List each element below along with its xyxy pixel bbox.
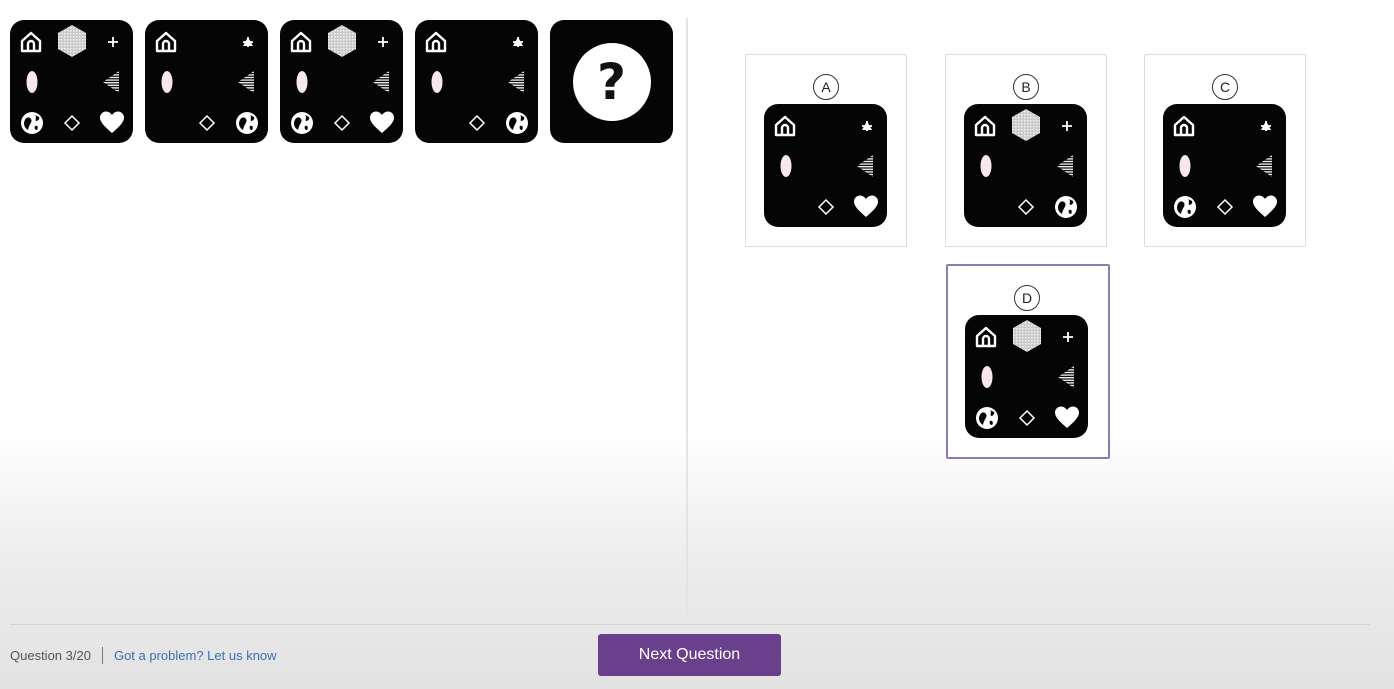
ellipse-icon [154, 69, 180, 95]
plus-icon [370, 29, 396, 55]
option-label: B [1013, 74, 1039, 100]
footer-divider [10, 624, 1370, 625]
question-progress: Question 3/20 [10, 648, 91, 663]
sequence-tile-4 [415, 20, 538, 143]
hexagon-dotted-icon [1009, 108, 1043, 142]
triangle-striped-icon [1052, 153, 1078, 179]
house-icon [288, 29, 314, 55]
option-c-figure [1163, 104, 1286, 227]
plus-icon [1054, 113, 1080, 139]
puzzle-sequence: ? [10, 20, 673, 143]
house-icon [973, 324, 999, 350]
globe-icon [289, 110, 315, 136]
ellipse-icon [973, 153, 999, 179]
triangle-striped-icon [98, 69, 124, 95]
triangle-striped-icon [852, 153, 878, 179]
option-a[interactable]: A [745, 54, 907, 247]
hexagon-dotted-icon [325, 24, 359, 58]
triangle-up-icon [1253, 113, 1279, 139]
diamond-icon [813, 194, 839, 220]
diamond-icon [59, 110, 85, 136]
house-icon [972, 113, 998, 139]
house-icon [153, 29, 179, 55]
option-label: D [1014, 285, 1040, 311]
heart-icon [369, 110, 395, 136]
triangle-up-icon [854, 113, 880, 139]
globe-icon [19, 110, 45, 136]
report-problem-link[interactable]: Got a problem? Let us know [113, 648, 277, 663]
diamond-icon [464, 110, 490, 136]
globe-icon [1053, 194, 1079, 220]
triangle-striped-icon [1053, 364, 1079, 390]
hexagon-dotted-icon [1010, 319, 1044, 353]
option-b[interactable]: B [945, 54, 1107, 247]
heart-icon [1252, 194, 1278, 220]
ellipse-icon [974, 364, 1000, 390]
house-icon [18, 29, 44, 55]
house-icon [423, 29, 449, 55]
option-b-figure [964, 104, 1087, 227]
ellipse-icon [773, 153, 799, 179]
ellipse-icon [424, 69, 450, 95]
sequence-tile-3 [280, 20, 403, 143]
panel-divider [686, 18, 688, 616]
next-question-button[interactable]: Next Question [598, 634, 781, 676]
diamond-icon [194, 110, 220, 136]
heart-icon [1054, 405, 1080, 431]
globe-icon [234, 110, 260, 136]
plus-icon [1055, 324, 1081, 350]
missing-tile: ? [550, 20, 673, 143]
footer: Question 3/20 Got a problem? Let us know [10, 647, 277, 664]
ellipse-icon [19, 69, 45, 95]
house-icon [1171, 113, 1197, 139]
globe-icon [974, 405, 1000, 431]
ellipse-icon [1172, 153, 1198, 179]
option-c[interactable]: C [1144, 54, 1306, 247]
diamond-icon [1014, 405, 1040, 431]
option-d[interactable]: D [946, 264, 1110, 459]
triangle-up-icon [235, 29, 261, 55]
triangle-striped-icon [233, 69, 259, 95]
sequence-tile-1 [10, 20, 133, 143]
globe-icon [1172, 194, 1198, 220]
hexagon-dotted-icon [55, 24, 89, 58]
diamond-icon [329, 110, 355, 136]
option-label: A [813, 74, 839, 100]
diamond-icon [1212, 194, 1238, 220]
sequence-tile-2 [145, 20, 268, 143]
globe-icon [504, 110, 530, 136]
question-mark-icon: ? [572, 42, 651, 121]
heart-icon [853, 194, 879, 220]
heart-icon [99, 110, 125, 136]
triangle-striped-icon [368, 69, 394, 95]
triangle-striped-icon [1251, 153, 1277, 179]
plus-icon [100, 29, 126, 55]
diamond-icon [1013, 194, 1039, 220]
footer-separator [101, 647, 103, 664]
option-label: C [1212, 74, 1238, 100]
option-d-figure [965, 315, 1088, 438]
ellipse-icon [289, 69, 315, 95]
triangle-up-icon [505, 29, 531, 55]
option-a-figure [764, 104, 887, 227]
house-icon [772, 113, 798, 139]
triangle-striped-icon [503, 69, 529, 95]
